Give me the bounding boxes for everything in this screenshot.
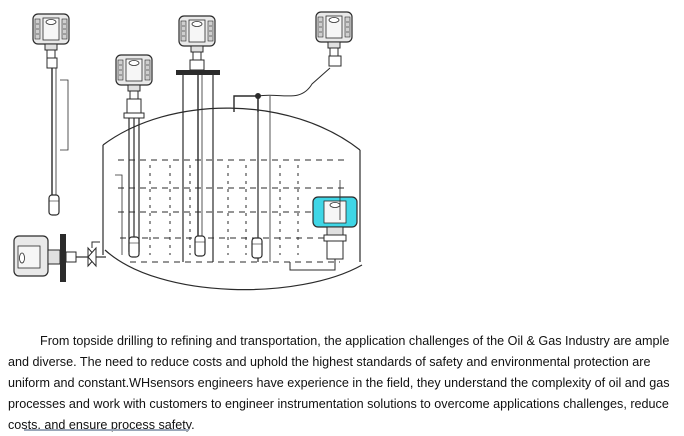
body-paragraph: From topside drilling to refining and tr…: [8, 334, 670, 432]
sensor-head-icon: [115, 54, 153, 100]
liquid-verticals: [149, 165, 299, 255]
sensor-head-icon: [315, 11, 353, 57]
scroll-underline: [24, 429, 189, 431]
side-sensor-icon: [13, 234, 77, 282]
float-icon: [194, 235, 206, 257]
float-icon: [128, 236, 140, 258]
liquid-levels: [118, 159, 345, 263]
highlighted-sensor-icon: [312, 196, 358, 260]
tank-bottom-dome: [104, 249, 363, 291]
tank-diagram: [13, 11, 363, 291]
float-icon: [251, 237, 263, 259]
float-icon: [48, 194, 60, 216]
tank-diagram-svg: [13, 11, 363, 291]
tank-top-dome: [102, 107, 361, 151]
sensor-head-icon: [32, 13, 70, 59]
sensor-head-icon: [178, 15, 216, 61]
